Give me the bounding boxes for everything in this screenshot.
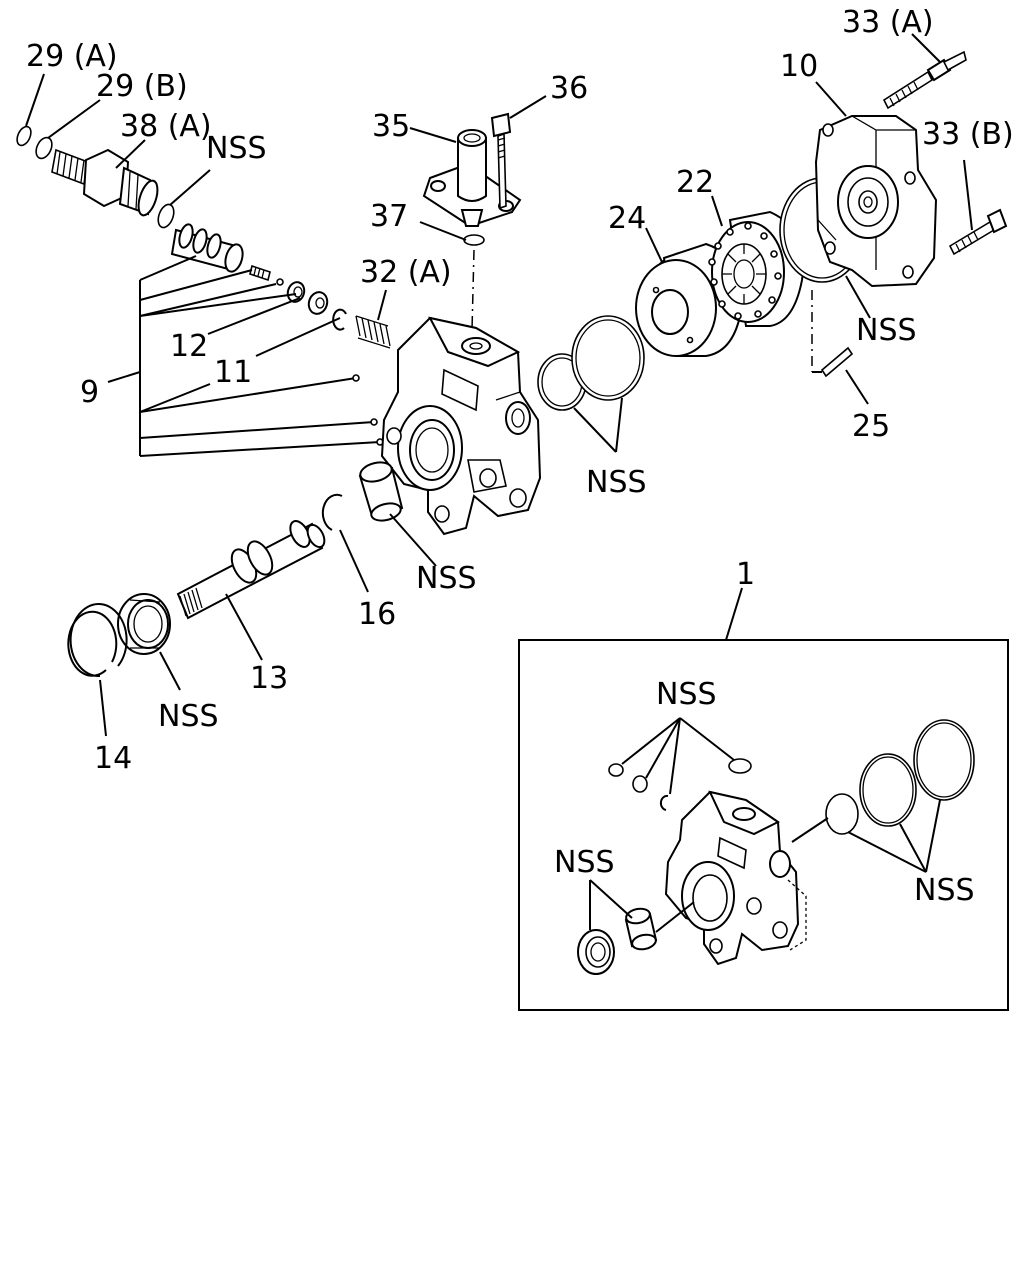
oring-29b	[35, 99, 101, 160]
label-38a: 38 (A)	[120, 109, 212, 144]
valve-spool-9	[170, 223, 244, 273]
label-inset-nss-right: NSS	[914, 873, 975, 908]
oring-valve-nss	[157, 169, 211, 229]
snap-ring-14	[67, 603, 128, 737]
label-nss-valve: NSS	[206, 131, 267, 166]
bolt-33b	[948, 159, 1008, 256]
small-spring-pin	[249, 264, 284, 286]
label-33b: 33 (B)	[922, 117, 1014, 152]
oring-29a	[16, 73, 45, 147]
label-36: 36	[550, 71, 588, 106]
label-10: 10	[780, 49, 818, 84]
label-29a: 29 (A)	[26, 39, 118, 74]
label-33a: 33 (A)	[842, 5, 934, 40]
label-22: 22	[676, 165, 714, 200]
label-nss-orings: NSS	[586, 465, 647, 500]
drive-shaft-13	[176, 520, 326, 661]
snap-ring-11	[332, 308, 347, 331]
rear-cover-10	[814, 81, 938, 288]
label-inset-nss-top: NSS	[656, 677, 717, 712]
label-13: 13	[250, 661, 288, 696]
inset-assembly-1	[518, 587, 1009, 1011]
label-12: 12	[170, 329, 208, 364]
label-32a: 32 (A)	[360, 255, 452, 290]
snap-ring-16	[321, 493, 369, 593]
bushing-nss	[358, 461, 437, 567]
outlet-connector-35	[409, 127, 522, 228]
label-1: 1	[736, 557, 755, 592]
label-37: 37	[370, 199, 408, 234]
label-16: 16	[358, 597, 396, 632]
oil-seal-nss	[117, 593, 181, 691]
label-35: 35	[372, 109, 410, 144]
label-nss-seal: NSS	[158, 699, 219, 734]
label-29b: 29 (B)	[96, 69, 188, 104]
valve-seat-12	[307, 291, 329, 315]
label-nss-cover: NSS	[856, 313, 917, 348]
bolt-33a	[882, 33, 967, 110]
label-11: 11	[214, 355, 252, 390]
label-25: 25	[852, 409, 890, 444]
bolt-36	[490, 95, 547, 210]
oring-37	[419, 221, 485, 331]
label-inset-nss-left: NSS	[554, 845, 615, 880]
cam-ring-24	[635, 227, 743, 357]
pump-housing	[380, 316, 542, 536]
label-nss-bushing: NSS	[416, 561, 477, 596]
label-24: 24	[608, 201, 646, 236]
label-14: 14	[94, 741, 132, 776]
spring-32a	[355, 289, 391, 349]
rotor-22	[708, 195, 805, 327]
orings-nss	[537, 315, 645, 453]
label-9: 9	[80, 375, 99, 410]
pin-25	[811, 290, 869, 405]
bracket-9	[107, 255, 384, 457]
connector-38a	[51, 139, 159, 217]
